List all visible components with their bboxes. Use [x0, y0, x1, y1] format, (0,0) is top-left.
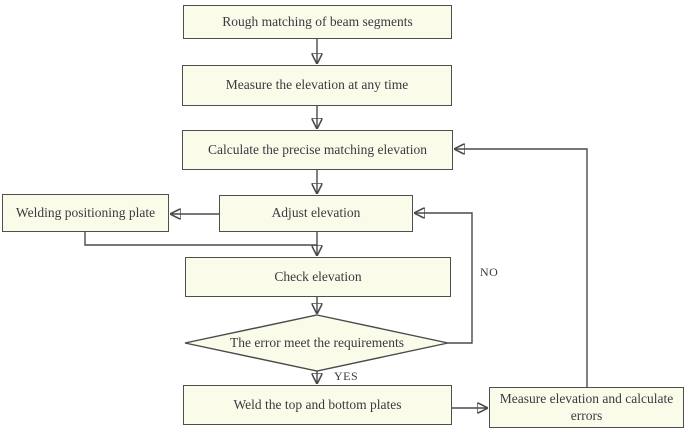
node-check-elevation: Check elevation: [185, 257, 451, 297]
node-adjust-elevation: Adjust elevation: [219, 195, 413, 232]
node-welding-positioning-plate: Welding positioning plate: [2, 194, 169, 232]
edge-measure-errors-to-calculate: [455, 149, 588, 387]
node-weld-plates: Weld the top and bottom plates: [183, 385, 452, 425]
edge-decision-no-to-adjust: [415, 213, 473, 344]
node-decision-label: The error meet the requirements: [230, 335, 404, 350]
edge-welding-merge-to-check: [84, 232, 317, 246]
node-calculate-elevation: Calculate the precise matching elevation: [182, 130, 453, 170]
edge-label-yes: YES: [334, 369, 359, 383]
node-rough-matching: Rough matching of beam segments: [183, 5, 452, 39]
edge-label-no: NO: [480, 265, 499, 279]
node-measure-errors: Measure elevation and calculate errors: [489, 387, 684, 428]
node-measure-elevation: Measure the elevation at any time: [182, 65, 452, 106]
